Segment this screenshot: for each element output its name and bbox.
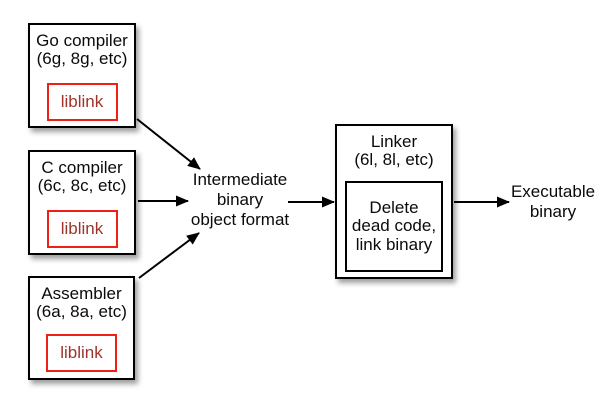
node-subtitle: (6a, 8a, etc): [36, 302, 127, 321]
label-line: binary: [216, 190, 264, 209]
node-title: Linker: [370, 132, 418, 151]
linker-inner-line: Delete: [369, 197, 419, 217]
liblink-label: liblink: [60, 92, 104, 111]
liblink-box-assembler: liblink: [46, 334, 117, 372]
arrow-go-to-intermediate: [136, 118, 201, 170]
liblink-box-c: liblink: [46, 210, 118, 248]
node-assembler-titleblock: Assembler (6a, 8a, etc): [30, 278, 133, 321]
node-title: Go compiler: [36, 31, 128, 50]
label-line: binary: [529, 202, 577, 221]
node-c-compiler: C compiler (6c, 8c, etc) liblink: [28, 150, 136, 255]
label-line: object format: [190, 210, 290, 229]
label-line: Intermediate: [192, 170, 288, 189]
liblink-label: liblink: [60, 343, 103, 362]
node-go-compiler: Go compiler (6g, 8g, etc) liblink: [28, 23, 136, 128]
node-subtitle: (6g, 8g, etc): [36, 49, 128, 68]
node-c-compiler-titleblock: C compiler (6c, 8c, etc): [30, 152, 134, 195]
label-executable-binary: Executable binary: [503, 182, 603, 222]
linker-inner-line: link binary: [355, 234, 433, 254]
label-line: Executable: [510, 182, 596, 201]
linker-inner-box: Delete dead code, link binary: [345, 181, 443, 272]
liblink-box-go: liblink: [46, 83, 118, 121]
label-intermediate-format: Intermediate binary object format: [172, 170, 308, 230]
node-linker-titleblock: Linker (6l, 8l, etc): [337, 126, 451, 169]
node-title: Assembler: [41, 284, 122, 303]
node-linker: Linker (6l, 8l, etc) Delete dead code, l…: [335, 124, 453, 279]
linker-inner-line: dead code,: [351, 216, 437, 236]
arrow-assembler-to-intermediate: [138, 232, 200, 279]
node-go-compiler-titleblock: Go compiler (6g, 8g, etc): [30, 25, 134, 68]
node-subtitle: (6c, 8c, etc): [37, 176, 127, 195]
node-assembler: Assembler (6a, 8a, etc) liblink: [28, 276, 135, 380]
node-title: C compiler: [41, 158, 123, 177]
liblink-label: liblink: [60, 219, 104, 238]
node-subtitle: (6l, 8l, etc): [354, 150, 434, 169]
